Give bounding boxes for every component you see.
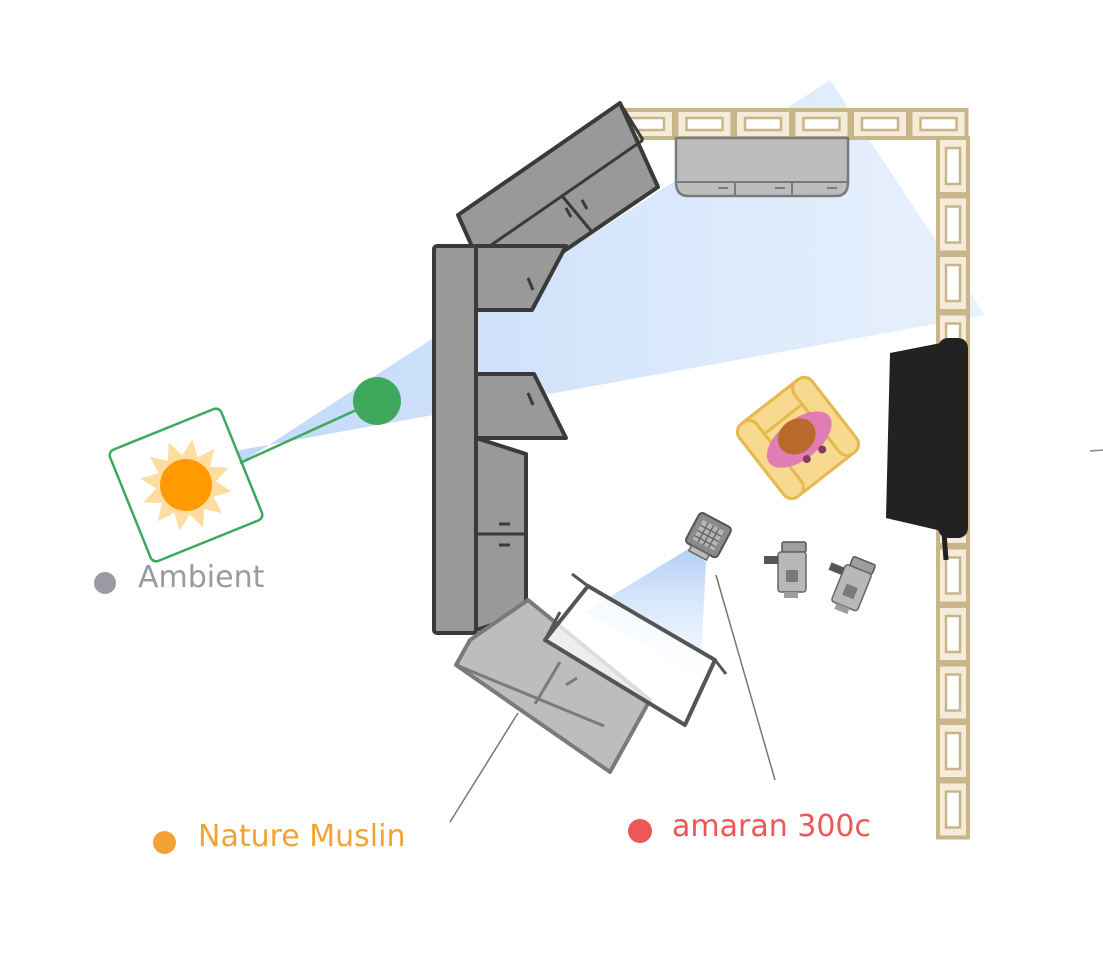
wall-block-inset bbox=[944, 790, 962, 829]
camera-icon bbox=[764, 541, 807, 598]
chair-with-person bbox=[735, 375, 861, 501]
light-fixture-icon bbox=[685, 512, 732, 562]
edge-mark bbox=[1089, 449, 1103, 452]
nature-muslin-legend-dot bbox=[153, 831, 176, 854]
amaran-label: amaran 300c bbox=[672, 809, 872, 844]
wall-block-inset bbox=[919, 116, 958, 132]
vertical-cabinet bbox=[432, 244, 568, 635]
wall-block-inset bbox=[944, 731, 962, 771]
ambient-connector bbox=[239, 399, 377, 465]
ambient-source bbox=[108, 407, 264, 563]
head bbox=[777, 418, 816, 455]
muslin-frame bbox=[543, 572, 728, 727]
ambient-target-dot[interactable] bbox=[353, 377, 401, 425]
muslin-leader bbox=[449, 712, 519, 823]
wall-block-inset bbox=[944, 263, 962, 303]
amaran-leader bbox=[715, 574, 776, 781]
wall-block-inset bbox=[944, 673, 962, 712]
wall-block-inset bbox=[944, 146, 962, 186]
wall-block-inset bbox=[944, 614, 962, 654]
camera-icon bbox=[828, 556, 876, 615]
wall-block-inset bbox=[944, 556, 962, 595]
wall-block-inset bbox=[743, 116, 783, 132]
ambient-label: Ambient bbox=[138, 560, 265, 595]
tv bbox=[886, 338, 968, 561]
amaran-legend-dot bbox=[628, 819, 652, 843]
angled-cabinet-bottom bbox=[454, 598, 652, 774]
wall-block-inset bbox=[685, 116, 724, 132]
wall-cabinet bbox=[674, 136, 850, 198]
nature-muslin-label: Nature Muslin bbox=[198, 819, 406, 854]
wall-block-inset bbox=[944, 205, 962, 244]
wall-block-inset bbox=[860, 116, 900, 132]
wall-block-inset bbox=[802, 116, 841, 132]
ambient-legend-dot bbox=[94, 572, 116, 594]
